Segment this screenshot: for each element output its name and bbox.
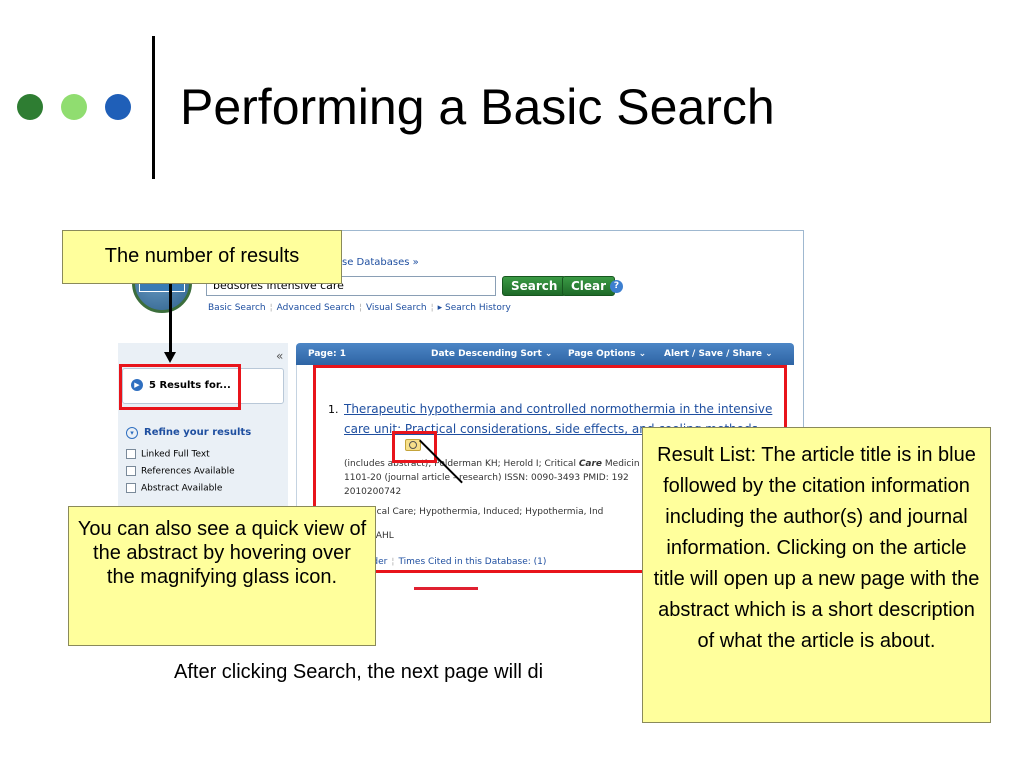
- arrow-head: [164, 352, 176, 363]
- citation-line: 1101-20 (journal article - research) ISS…: [344, 473, 629, 483]
- advanced-search-link[interactable]: Advanced Search: [276, 303, 355, 313]
- callout-quick-view: You can also see a quick view of the abs…: [68, 506, 376, 646]
- search-button[interactable]: Search: [502, 276, 567, 296]
- search-mode-links: Basic Search¦Advanced Search¦Visual Sear…: [208, 303, 511, 313]
- citation-text: (includes abstract); Polderman KH; Herol…: [344, 459, 579, 469]
- page-indicator: Page: 1: [308, 349, 346, 359]
- title-divider: [152, 36, 155, 179]
- refine-results-header[interactable]: ▾ Refine your results: [126, 427, 251, 439]
- triangle-icon: ▸: [437, 303, 446, 313]
- arrow-line: [169, 268, 172, 356]
- checkbox-label: References Available: [141, 466, 235, 477]
- citation-emphasis: Care: [578, 459, 603, 469]
- page-options-dropdown[interactable]: Page Options ⌄: [568, 349, 647, 359]
- chevron-down-icon: ▾: [126, 427, 138, 439]
- results-count-box[interactable]: ▶ 5 Results for...: [122, 368, 284, 404]
- sort-dropdown[interactable]: Date Descending Sort ⌄: [431, 349, 553, 359]
- citation-text: Medicin: [602, 459, 640, 469]
- citation-line: 2010200742: [344, 487, 402, 497]
- red-underline: [414, 587, 478, 590]
- separator: ¦: [430, 303, 434, 313]
- help-icon[interactable]: ?: [610, 280, 623, 293]
- results-count-highlight: [119, 364, 241, 410]
- results-count-label: 5 Results for...: [149, 380, 231, 391]
- checkbox-references-available[interactable]: References Available: [126, 466, 235, 477]
- checkbox-abstract-available[interactable]: Abstract Available: [126, 483, 222, 494]
- checkbox-label: Abstract Available: [141, 483, 223, 494]
- times-cited-link[interactable]: Times Cited in this Database: (1): [398, 557, 547, 567]
- slide-caption: After clicking Search, the next page wil…: [174, 661, 544, 683]
- callout-result-list: Result List: The article title is in blu…: [642, 427, 991, 723]
- result-number: 1.: [328, 403, 339, 416]
- separator: ¦: [269, 303, 273, 313]
- bullet-dot-light-green: [61, 94, 87, 120]
- checkbox-linked-full-text[interactable]: Linked Full Text: [126, 449, 210, 460]
- checkbox-label: Linked Full Text: [141, 449, 210, 460]
- bullet-dot-blue: [105, 94, 131, 120]
- clear-button[interactable]: Clear: [562, 276, 616, 296]
- citation-line: (includes abstract); Polderman KH; Herol…: [344, 459, 640, 469]
- bullet-dot-dark-green: [17, 94, 43, 120]
- separator: ¦: [358, 303, 362, 313]
- result-list: [296, 365, 794, 590]
- play-circle-icon: ▶: [131, 379, 143, 391]
- callout-results-count: The number of results: [62, 230, 342, 284]
- collapse-pane-icon[interactable]: «: [276, 349, 284, 363]
- basic-search-link[interactable]: Basic Search: [208, 303, 266, 313]
- checkbox-box[interactable]: [126, 466, 136, 476]
- visual-search-link[interactable]: Visual Search: [365, 303, 427, 313]
- results-toolbar: Page: 1 Date Descending Sort ⌄ Page Opti…: [296, 343, 794, 365]
- separator: ¦: [391, 557, 395, 567]
- search-history-link[interactable]: Search History: [445, 303, 511, 313]
- choose-databases-link[interactable]: se Databases »: [342, 257, 419, 268]
- refine-label: Refine your results: [144, 427, 252, 438]
- checkbox-box[interactable]: [126, 449, 136, 459]
- checkbox-box[interactable]: [126, 483, 136, 493]
- magnifying-glass-icon[interactable]: [405, 439, 421, 451]
- magnifier-highlight: [392, 431, 437, 463]
- alert-save-share-dropdown[interactable]: Alert / Save / Share ⌄: [664, 349, 773, 359]
- slide-title: Performing a Basic Search: [180, 79, 775, 135]
- subjects-line: ts: Critical Care; Hypothermia, Induced;…: [344, 507, 604, 517]
